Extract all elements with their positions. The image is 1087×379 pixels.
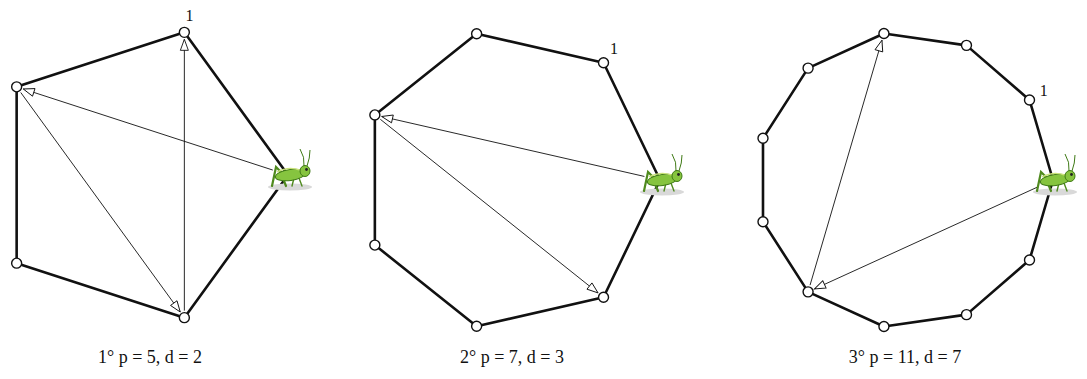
polygon-outline <box>17 32 288 317</box>
wing <box>649 173 672 177</box>
eye <box>305 168 308 171</box>
jump-arrow <box>382 116 645 176</box>
head <box>672 171 682 182</box>
polygon-vertex <box>758 133 768 143</box>
antenna <box>1065 154 1075 171</box>
wing <box>277 168 300 172</box>
polygon-vertex <box>961 310 971 320</box>
grasshopper-icon <box>640 154 684 196</box>
jump-arrow <box>380 119 598 293</box>
jump-polygon <box>758 29 1077 332</box>
grasshopper-icon <box>1033 154 1077 196</box>
polygon-vertex <box>803 287 813 297</box>
polygon-outline <box>375 34 660 326</box>
polygon-vertex <box>879 321 889 331</box>
shadow <box>268 184 312 191</box>
head <box>1065 171 1075 182</box>
wing <box>1042 173 1065 177</box>
grasshopper-icon <box>268 149 312 191</box>
jump-arrow <box>814 187 1038 289</box>
polygon-vertex <box>599 292 609 302</box>
antenna <box>672 154 682 171</box>
polygon-vertex <box>370 240 380 250</box>
jump-polygon <box>12 27 312 322</box>
polygon-vertex <box>1025 255 1035 265</box>
polygon-vertex <box>370 110 380 120</box>
shadow <box>1033 189 1077 196</box>
polygon-vertex <box>472 321 482 331</box>
polygon-vertex <box>1025 95 1035 105</box>
vertex-label: 1 <box>186 8 194 24</box>
polygon-vertex <box>179 313 189 323</box>
jump-arrow <box>23 89 272 170</box>
polygon-vertex <box>879 29 889 39</box>
panel-caption: 1° p = 5, d = 2 <box>98 348 202 366</box>
antenna <box>300 149 310 166</box>
jump-arrow <box>810 40 882 285</box>
polygon-vertex <box>803 63 813 73</box>
panel-caption: 2° p = 7, d = 3 <box>460 348 564 366</box>
polygon-vertex <box>599 58 609 68</box>
eye <box>677 173 680 176</box>
polygon-vertex <box>758 217 768 227</box>
shadow <box>640 189 684 196</box>
polygon-vertex <box>179 27 189 37</box>
vertex-label: 1 <box>1040 83 1048 99</box>
polygon-vertex <box>472 29 482 39</box>
polygon-vertex <box>12 82 22 92</box>
polygon-vertex <box>961 40 971 50</box>
eye <box>1070 173 1073 176</box>
panel-caption: 3° p = 11, d = 7 <box>849 348 961 366</box>
head <box>300 166 310 177</box>
polygon-vertex <box>12 258 22 268</box>
jump-polygon <box>370 29 684 331</box>
vertex-label: 1 <box>610 41 618 57</box>
polygon-outline <box>763 34 1053 327</box>
jump-arrow <box>21 92 180 312</box>
jump-arrow <box>184 39 185 310</box>
